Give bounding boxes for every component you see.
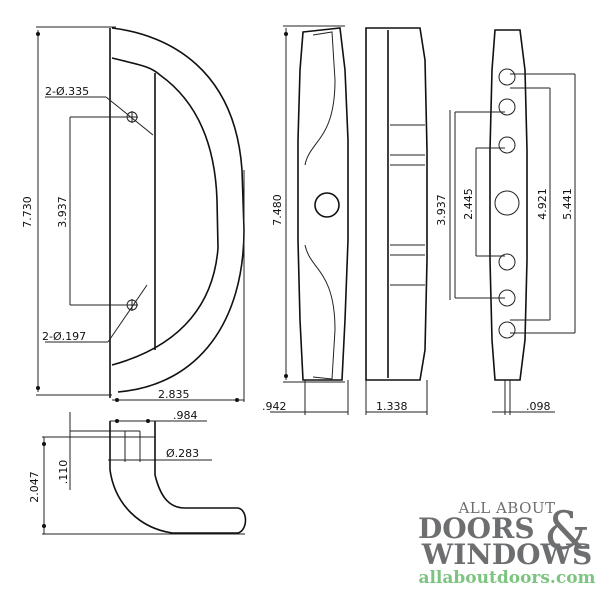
lower-hole-icon bbox=[126, 299, 138, 311]
front-view bbox=[36, 26, 245, 402]
logo-line-windows: WINDOWS bbox=[421, 538, 593, 571]
bottom-view bbox=[42, 412, 247, 535]
dim-7480: 7.480 bbox=[271, 194, 284, 226]
logo-url: allaboutdoors.com bbox=[418, 568, 596, 588]
logo-line-doors: DOORS bbox=[418, 512, 535, 545]
dim-4921: 4.921 bbox=[536, 188, 549, 220]
back-view bbox=[454, 29, 576, 415]
dim-1338: 1.338 bbox=[376, 400, 408, 413]
upper-hole-icon bbox=[126, 111, 138, 123]
dim-942: .942 bbox=[262, 400, 287, 413]
dim-2047: 2.047 bbox=[28, 471, 41, 503]
dim-2445: 2.445 bbox=[462, 188, 475, 220]
dim-3937-front: 3.937 bbox=[56, 196, 69, 228]
logo-line-all-about: ALL ABOUT bbox=[458, 499, 556, 517]
dim-7730: 7.730 bbox=[21, 196, 34, 228]
dim-283: Ø.283 bbox=[166, 447, 199, 460]
screw-hole-icon bbox=[494, 68, 520, 339]
dim-2835: 2.835 bbox=[158, 388, 190, 401]
brand-logo: ALL ABOUT DOORS & WINDOWS allaboutdoors.… bbox=[414, 500, 600, 588]
callout-lower-holes: 2-Ø.197 bbox=[42, 330, 86, 343]
dim-984: .984 bbox=[173, 409, 198, 422]
dim-3937-edge: 3.937 bbox=[435, 194, 448, 226]
dim-5441: 5.441 bbox=[561, 188, 574, 220]
dim-098: .098 bbox=[526, 400, 551, 413]
side-view bbox=[270, 25, 349, 415]
dim-110: .110 bbox=[57, 460, 70, 485]
callout-upper-holes: 2-Ø.335 bbox=[45, 85, 89, 98]
logo-ampersand: & bbox=[544, 502, 591, 562]
edge-view bbox=[365, 27, 451, 415]
